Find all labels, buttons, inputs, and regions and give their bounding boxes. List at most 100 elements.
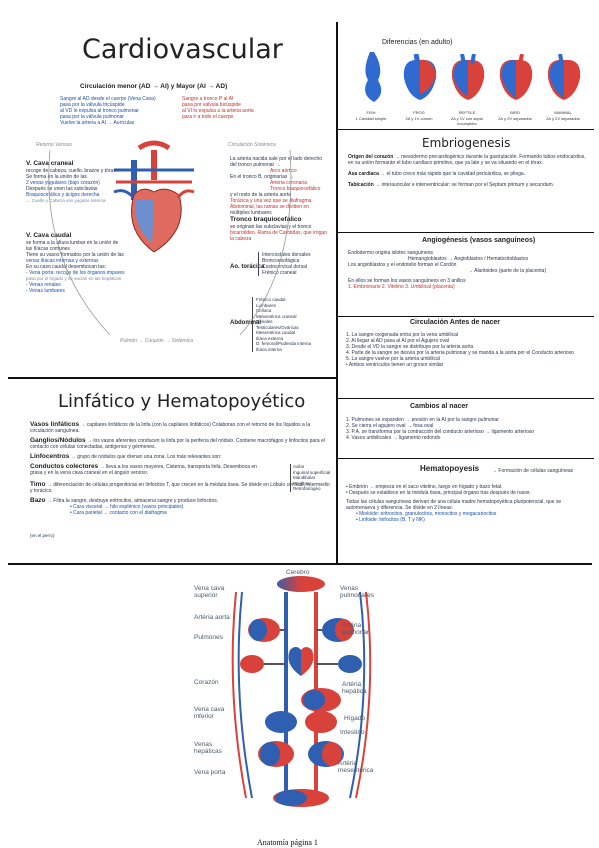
list-item: Frénico caudal bbox=[256, 297, 286, 302]
note-line: 1. Embrionario 2. Vitelino 3. Umbilical … bbox=[348, 284, 455, 290]
note-line: Endodermo origina islotes sanguíneos bbox=[348, 250, 434, 256]
linf-item-linfocentros: Linfocentros → grupo de nódulos que dren… bbox=[30, 453, 270, 460]
tronco-block: Tronco braquiocefálico se originan las s… bbox=[230, 216, 330, 242]
page-footer: Anatomía página 1 bbox=[257, 838, 318, 847]
label-venas-hepaticas: Venas hepáticas bbox=[194, 741, 222, 755]
frog-heart bbox=[403, 54, 437, 100]
note-line: • Embrión → empieza en el saco vitelino,… bbox=[346, 484, 503, 490]
item-key: Linfocentros bbox=[30, 453, 70, 460]
list-item: Inguinal superficial bbox=[293, 469, 331, 475]
list-item: Mandibular bbox=[293, 475, 316, 480]
heart-diagram bbox=[113, 140, 195, 253]
note-line: Tiene su vasos formados por la unión de … bbox=[26, 252, 124, 258]
label-pulmones: Pulmones bbox=[194, 634, 223, 641]
label-venas-pulmonares: Venas pulmonares bbox=[340, 585, 374, 599]
list-item: D. femoral/Pudenda interna bbox=[256, 341, 312, 346]
cardio-title: Cardiovascular bbox=[82, 34, 283, 65]
note-line: Tronco braquiocefálico bbox=[270, 186, 321, 192]
note-line: Se forma en la unión de las bbox=[26, 174, 87, 180]
vcca-heading: V. Cava caudal bbox=[26, 232, 72, 239]
mammal-heart bbox=[547, 54, 581, 100]
divider-right-4 bbox=[338, 398, 594, 399]
note-line: Arteria coronaria bbox=[270, 180, 307, 186]
label-vena-cava-sup: Vena cava superior bbox=[194, 585, 225, 599]
embrio-item: Tabicación → interauricular e interventr… bbox=[348, 182, 555, 188]
note-line: 2. Se cierra el agujero oval → fosa oval bbox=[346, 423, 434, 429]
note-line: bicarotídeo. Rama de Carótidas, que irri… bbox=[230, 230, 327, 242]
list-item: Frénico craneal bbox=[262, 270, 297, 276]
item-text: → Filtra la sangre, destruye eritrocitos… bbox=[46, 498, 219, 504]
item-key: Timo bbox=[30, 481, 46, 488]
item-key: Vasos linfáticos bbox=[30, 421, 80, 428]
label-arteria-hepatica: Artéria hepática bbox=[342, 681, 367, 695]
note-line: 4. Vasos umbilicales → ligamento redondo bbox=[346, 435, 441, 441]
label-vena-cava-inf: Vena cava inferior bbox=[194, 706, 225, 720]
note-line: - Venas lumbares bbox=[26, 287, 65, 294]
note-line: pasa por el hígado y se vacían en las he… bbox=[26, 276, 122, 281]
item-text: → los vasos aferentes conducen la linfa … bbox=[30, 438, 325, 450]
list-item: Poplíteo bbox=[293, 480, 310, 486]
list-item: Retrofaríngeo bbox=[293, 486, 321, 491]
note-line: 3. P.A. se transforma por la contracción… bbox=[346, 429, 535, 435]
note-line: 2. Al llegar al AD pasa al AI por el Agu… bbox=[346, 338, 449, 344]
note-line: - Venas renales bbox=[26, 281, 61, 288]
hemato-sub: → Formación de células sanguíneas bbox=[492, 468, 574, 474]
note-line: pasa por la válvula tricúspide bbox=[60, 102, 125, 108]
label-higado: Hígado bbox=[344, 715, 365, 722]
list-item: Testiculares/Ováricas bbox=[256, 324, 299, 330]
linf-title: Linfático y Hematopoyético bbox=[58, 391, 306, 412]
note-line: → Cuello y Cabeza van yugular externa bbox=[26, 198, 106, 203]
note-line: al VD lo expulsa al tronco pulmonar bbox=[60, 108, 139, 114]
cycle-label: Pulmón → Corazón → Sistémica bbox=[120, 338, 194, 344]
note-line: • Ambos ventrículos tienen un grosor sim… bbox=[346, 362, 444, 368]
note-line: para ir a todo el cuerpo bbox=[182, 114, 234, 120]
note-line: • Cara parietal → contacto con el diafra… bbox=[70, 510, 167, 516]
divider-left-mid bbox=[8, 377, 336, 379]
list-item: Lumbares bbox=[256, 302, 277, 308]
note-line: 1. Pulmones se expanden → presión en la … bbox=[346, 417, 499, 423]
linf-item-bazo: Bazo → Filtra la sangre, destruye eritro… bbox=[30, 497, 330, 504]
bird-heart bbox=[499, 54, 533, 100]
linf-list: Vasos linfáticos → capilares linfáticos … bbox=[30, 421, 330, 516]
list-item: Renales bbox=[256, 319, 273, 324]
bazo-side: (en el perro) bbox=[30, 533, 55, 538]
note-line: Braquiocefálica y ácigos derecha bbox=[26, 192, 100, 198]
hemato-title: Hematopoyesis bbox=[420, 464, 480, 473]
divider-vertical bbox=[336, 22, 338, 564]
divider-right-2 bbox=[338, 232, 594, 233]
label-arteria-pulmonar: Artéria pulmonar bbox=[342, 622, 370, 636]
vcc-heading: V. Cava craneal bbox=[26, 160, 74, 167]
circ-right-notes: Sangre a tronco P al AI pasa por válvula… bbox=[182, 96, 292, 120]
circ-heading: Circulación menor (AD → AI) y Mayor (AI … bbox=[80, 83, 228, 90]
divider-right-1 bbox=[338, 129, 594, 130]
circ-fetal-title: Circulación Antes de nacer bbox=[410, 319, 500, 326]
label-cerebro: Cerebro bbox=[286, 569, 310, 576]
note-line: • Linfoide: linfocitos (B, T y NK) bbox=[356, 517, 425, 523]
note-line: múltiples lumbares bbox=[230, 210, 272, 216]
divider-right-3 bbox=[338, 316, 594, 317]
list-item: Broncoesofágica bbox=[262, 258, 300, 264]
hemato-list: • Embrión → empieza en el saco vitelino,… bbox=[346, 484, 590, 523]
linf-item-ganglios: Ganglios/Nódulos → los vasos aferentes c… bbox=[30, 437, 330, 450]
embrio-item: Origen del corazón → mesodermo precardio… bbox=[348, 154, 586, 166]
note-line: Sangre a tronco P al AI bbox=[182, 96, 234, 102]
item-key: Bazo bbox=[30, 497, 46, 504]
list-item: Ilíaca externa bbox=[256, 335, 284, 341]
note-line: pasa por la válvula pulmonar bbox=[60, 114, 124, 120]
list-item: Celíaca bbox=[256, 308, 272, 313]
label-corazon: Corazón bbox=[194, 679, 219, 686]
note-line: En ellos se forman los vasos sanguíneos … bbox=[348, 278, 466, 284]
angio-list: Endodermo origina islotes sanguíneos Hem… bbox=[348, 250, 588, 290]
note-line: Abdominal, las ramas se dividen en bbox=[230, 204, 309, 210]
note-line: se forma a la altura lumbar en la unión … bbox=[26, 240, 119, 252]
list-item: Mesentérica craneal bbox=[256, 313, 297, 319]
item-text: → diferenciación de células progenitoras… bbox=[30, 482, 330, 494]
linf-item-timo: Timo → diferenciación de células progeni… bbox=[30, 481, 330, 494]
embrio-title: Embriogenesis bbox=[422, 136, 511, 150]
item-key: Conductos colectores bbox=[30, 463, 99, 470]
